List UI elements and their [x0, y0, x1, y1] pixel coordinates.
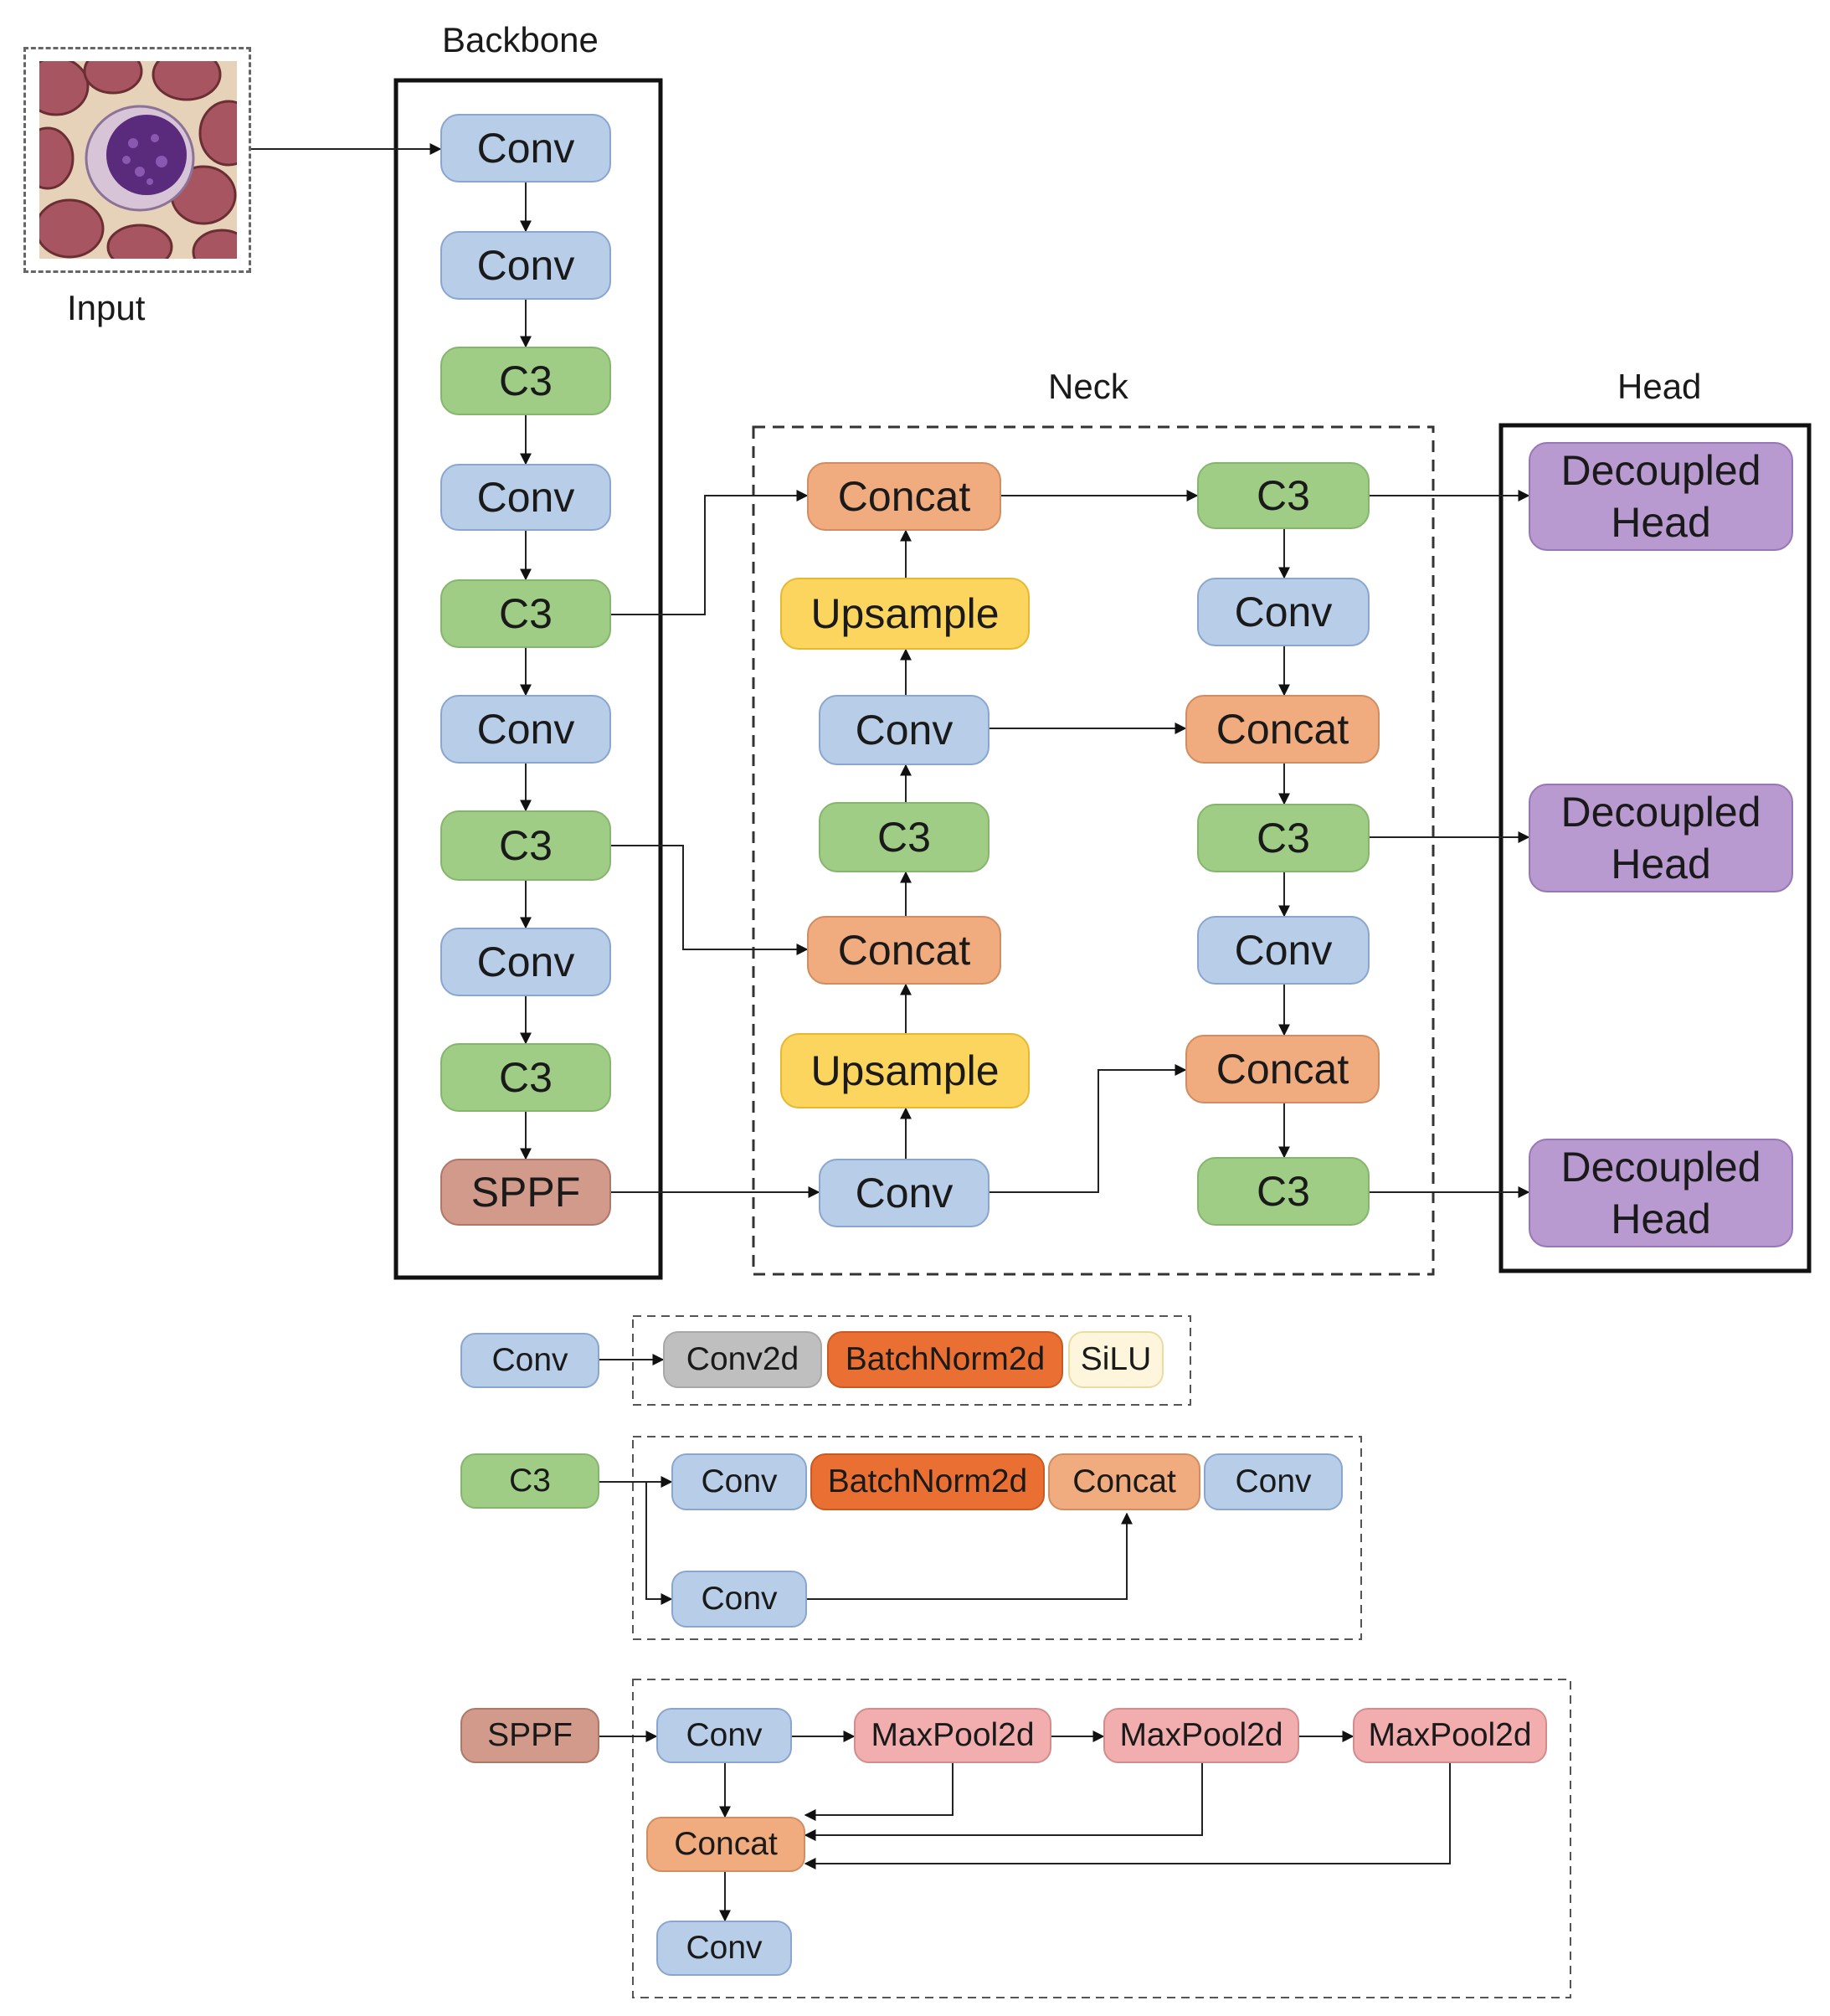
legend-maxpool2d-2: MaxPool2d [1103, 1708, 1299, 1763]
conv-legend-frame [632, 1315, 1191, 1406]
neck-concat-2: Concat [807, 916, 1001, 985]
neck-concat-1: Concat [807, 462, 1001, 531]
input-image [39, 61, 237, 259]
legend-conv: Conv [460, 1333, 599, 1388]
legend-c3-batchnorm2d: BatchNorm2d [810, 1453, 1045, 1510]
edge-lg-c3-conv2 [645, 1482, 673, 1605]
neck-label: Neck [1048, 367, 1128, 406]
neck-conv-2: Conv [819, 1159, 990, 1227]
backbone-frame [393, 78, 663, 1280]
legend-sppf-conv-2: Conv [656, 1921, 792, 1976]
legend-maxpool2d-1: MaxPool2d [854, 1708, 1051, 1763]
backbone-label: Backbone [442, 20, 599, 59]
legend-sppf-conv-1: Conv [656, 1708, 792, 1763]
neck-c3-1: C3 [819, 802, 990, 872]
edge-lg-mp2-concat [804, 1763, 1203, 1841]
legend-conv2d: Conv2d [663, 1331, 822, 1388]
input-image-frame [23, 47, 251, 273]
edge-lg-mp3-concat [804, 1763, 1451, 1869]
edge-bb7-concat2 [611, 845, 809, 955]
backbone-sppf: SPPF [440, 1159, 611, 1226]
head-label: Head [1617, 367, 1702, 406]
backbone-c3-3: C3 [440, 810, 611, 881]
neck-right-concat-1: Concat [1185, 695, 1380, 764]
decoupled-head-3: Decoupled Head [1529, 1139, 1793, 1247]
legend-sppf: SPPF [460, 1708, 599, 1763]
legend-c3-conv-1: Conv [671, 1453, 807, 1510]
neck-conv-1: Conv [819, 695, 990, 765]
edge-conv2-rconcat2 [990, 1064, 1187, 1193]
backbone-conv-5: Conv [440, 928, 611, 996]
legend-c3-conv-3: Conv [671, 1571, 807, 1628]
decoupled-head-2: Decoupled Head [1529, 784, 1793, 892]
legend-c3: C3 [460, 1453, 599, 1509]
backbone-conv-3: Conv [440, 464, 611, 531]
backbone-conv-4: Conv [440, 695, 611, 764]
neck-right-concat-2: Concat [1185, 1035, 1380, 1103]
edge-bb5-concat1 [611, 490, 809, 615]
backbone-c3-2: C3 [440, 579, 611, 648]
neck-right-c3-3: C3 [1197, 1157, 1370, 1226]
legend-c3-concat: Concat [1048, 1453, 1200, 1510]
neck-frame [752, 425, 1435, 1276]
backbone-c3-1: C3 [440, 347, 611, 415]
edge-lg-mp1-concat [804, 1763, 954, 1821]
neck-upsample-1: Upsample [780, 578, 1030, 650]
head-frame [1498, 423, 1812, 1273]
input-label: Input [67, 288, 146, 327]
decoupled-head-1: Decoupled Head [1529, 442, 1793, 551]
sppf-legend-frame [632, 1679, 1571, 1998]
neck-right-conv-1: Conv [1197, 578, 1370, 646]
c3-legend-frame [632, 1436, 1362, 1640]
legend-c3-conv-2: Conv [1204, 1453, 1343, 1510]
edge-lg-c3conv2-concat [807, 1512, 1133, 1600]
backbone-conv-2: Conv [440, 231, 611, 300]
legend-silu: SiLU [1068, 1331, 1164, 1388]
neck-right-c3-2: C3 [1197, 804, 1370, 872]
legend-sppf-concat: Concat [646, 1817, 805, 1872]
legend-batchnorm2d: BatchNorm2d [827, 1331, 1063, 1388]
backbone-c3-4: C3 [440, 1043, 611, 1112]
neck-upsample-2: Upsample [780, 1033, 1030, 1108]
backbone-conv-1: Conv [440, 114, 611, 183]
neck-right-c3-1: C3 [1197, 462, 1370, 529]
legend-maxpool2d-3: MaxPool2d [1353, 1708, 1547, 1763]
neck-right-conv-2: Conv [1197, 916, 1370, 985]
